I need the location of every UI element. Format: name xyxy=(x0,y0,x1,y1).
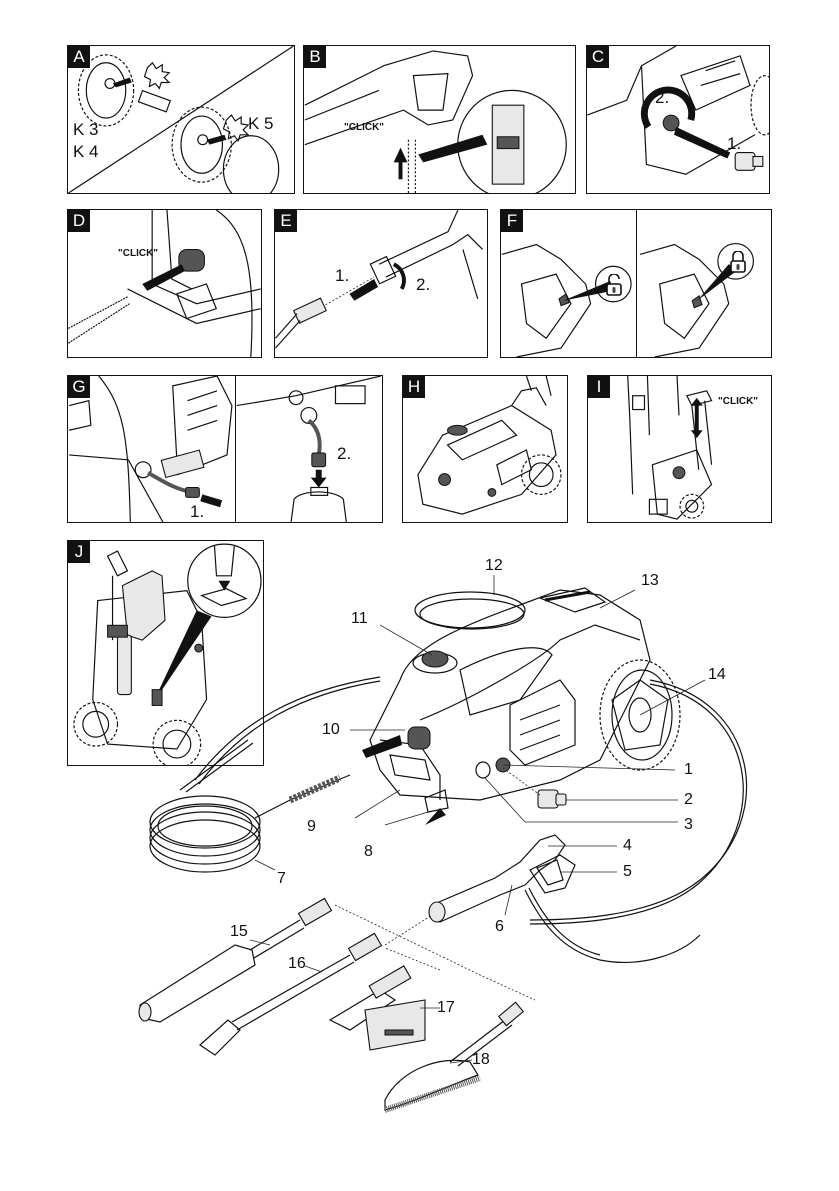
panel-j: J xyxy=(67,540,264,766)
click-text: "CLICK" xyxy=(344,122,385,133)
panel-c: C 2. 1. xyxy=(586,45,770,194)
trigger-gun xyxy=(428,834,701,963)
callout-14: 14 xyxy=(708,666,726,683)
panel-f: F xyxy=(500,209,772,358)
callout-12: 12 xyxy=(485,557,503,574)
panel-g-illustration xyxy=(68,376,381,522)
panel-h: H xyxy=(402,375,568,523)
callout-1: 1 xyxy=(684,761,693,778)
lock-icon xyxy=(730,251,746,273)
model-label-k3: K 3 xyxy=(73,120,99,139)
step-2-label: 2. xyxy=(337,444,352,463)
callout-3: 3 xyxy=(684,816,693,833)
panel-d-illustration xyxy=(68,210,261,357)
callout-13: 13 xyxy=(641,572,659,589)
high-pressure-hose xyxy=(149,739,351,873)
model-label-k5: K 5 xyxy=(248,114,274,133)
panel-label: C xyxy=(587,46,609,68)
panel-a-illustration xyxy=(68,46,294,193)
panel-label: E xyxy=(275,210,297,232)
panel-j-illustration xyxy=(73,543,262,765)
callout-17: 17 xyxy=(437,999,455,1016)
callout-8: 8 xyxy=(364,843,373,860)
panel-i: I "CLICK" xyxy=(587,375,772,523)
panel-label: B xyxy=(304,46,326,68)
callout-4: 4 xyxy=(623,837,632,854)
step-1-label: 1. xyxy=(335,266,350,285)
model-label-k4: K 4 xyxy=(73,142,99,161)
panel-label: H xyxy=(403,376,425,398)
panel-label: G xyxy=(68,376,90,398)
callout-9: 9 xyxy=(307,818,316,835)
click-text: "CLICK" xyxy=(118,248,159,259)
panel-label: F xyxy=(501,210,523,232)
panel-label: I xyxy=(588,376,610,398)
step-1-label: 1. xyxy=(190,502,205,521)
callout-16: 16 xyxy=(288,955,306,972)
pressure-washer-body xyxy=(362,587,651,825)
step-2-label: 2. xyxy=(655,88,670,107)
panel-i-illustration xyxy=(627,376,713,520)
callout-11: 11 xyxy=(351,610,368,627)
garden-hose-adapter xyxy=(502,767,567,809)
click-text: "CLICK" xyxy=(718,396,759,407)
panel-label: A xyxy=(68,46,90,68)
panel-a: A K 3 K 4 K 5 xyxy=(67,45,295,194)
panel-c-illustration xyxy=(587,46,769,175)
step-1-label: 1. xyxy=(727,134,742,153)
panel-d: D "CLICK" xyxy=(67,209,262,358)
panel-divider xyxy=(235,376,236,522)
callout-18: 18 xyxy=(472,1051,490,1068)
callout-15: 15 xyxy=(230,923,248,940)
panel-g: G 1. 2. xyxy=(67,375,383,523)
panel-b: B "CLICK" xyxy=(303,45,576,194)
power-cable xyxy=(194,591,748,925)
panel-f-illustration xyxy=(501,242,754,357)
callout-10: 10 xyxy=(322,721,340,738)
panel-h-illustration xyxy=(417,376,562,515)
callout-2: 2 xyxy=(684,791,693,808)
accessories xyxy=(138,897,536,1113)
unlock-icon xyxy=(606,274,622,296)
wheel xyxy=(599,659,681,771)
panel-divider xyxy=(636,210,637,357)
step-2-label: 2. xyxy=(416,275,431,294)
callout-5: 5 xyxy=(623,863,632,880)
callout-leaders xyxy=(249,575,706,1064)
panel-label: J xyxy=(68,541,90,563)
callout-6: 6 xyxy=(495,918,504,935)
panel-b-illustration xyxy=(304,50,567,193)
callout-7: 7 xyxy=(277,870,286,887)
panel-label: D xyxy=(68,210,90,232)
panel-e-illustration xyxy=(275,210,484,349)
panel-e: E 1. 2. xyxy=(274,209,488,358)
